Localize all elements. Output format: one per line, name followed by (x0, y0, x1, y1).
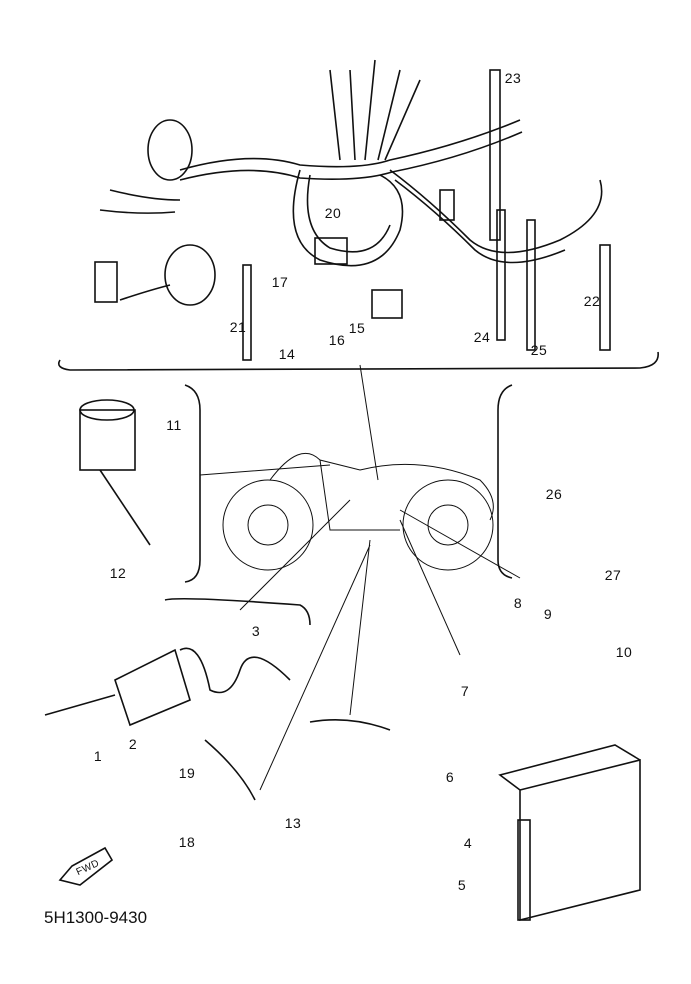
callout-15: 15 (348, 320, 366, 336)
group-brackets (164, 384, 513, 801)
callout-5: 5 (457, 877, 467, 893)
part-code: 5H1300-9430 (44, 908, 148, 927)
callout-26: 26 (545, 486, 563, 502)
callout-20: 20 (324, 205, 342, 221)
callout-2: 2 (128, 736, 138, 752)
ignition-switch (79, 399, 151, 546)
callout-19: 19 (178, 765, 196, 781)
callout-23: 23 (504, 70, 522, 86)
callout-3: 3 (251, 623, 261, 639)
callout-12: 12 (109, 565, 127, 581)
callout-17: 17 (271, 274, 289, 290)
callout-22: 22 (583, 293, 601, 309)
callout-4: 4 (463, 835, 473, 851)
callout-16: 16 (328, 332, 346, 348)
callout-14: 14 (278, 346, 296, 362)
wire-harness (57, 59, 659, 371)
callout-25: 25 (530, 342, 548, 358)
callout-9: 9 (543, 606, 553, 622)
fwd-arrow (58, 846, 114, 886)
callout-24: 24 (473, 329, 491, 345)
motorcycle-outline (222, 452, 494, 571)
callout-1: 1 (93, 748, 103, 764)
callout-27: 27 (604, 567, 622, 583)
callout-6: 6 (445, 769, 455, 785)
callout-18: 18 (178, 834, 196, 850)
callout-13: 13 (284, 815, 302, 831)
callout-8: 8 (513, 595, 523, 611)
callout-10: 10 (615, 644, 633, 660)
leader-lines (199, 364, 521, 791)
callout-11: 11 (166, 417, 182, 433)
battery (498, 744, 641, 922)
callout-21: 21 (229, 319, 247, 335)
callout-7: 7 (460, 683, 470, 699)
ignition-coil (44, 647, 291, 727)
